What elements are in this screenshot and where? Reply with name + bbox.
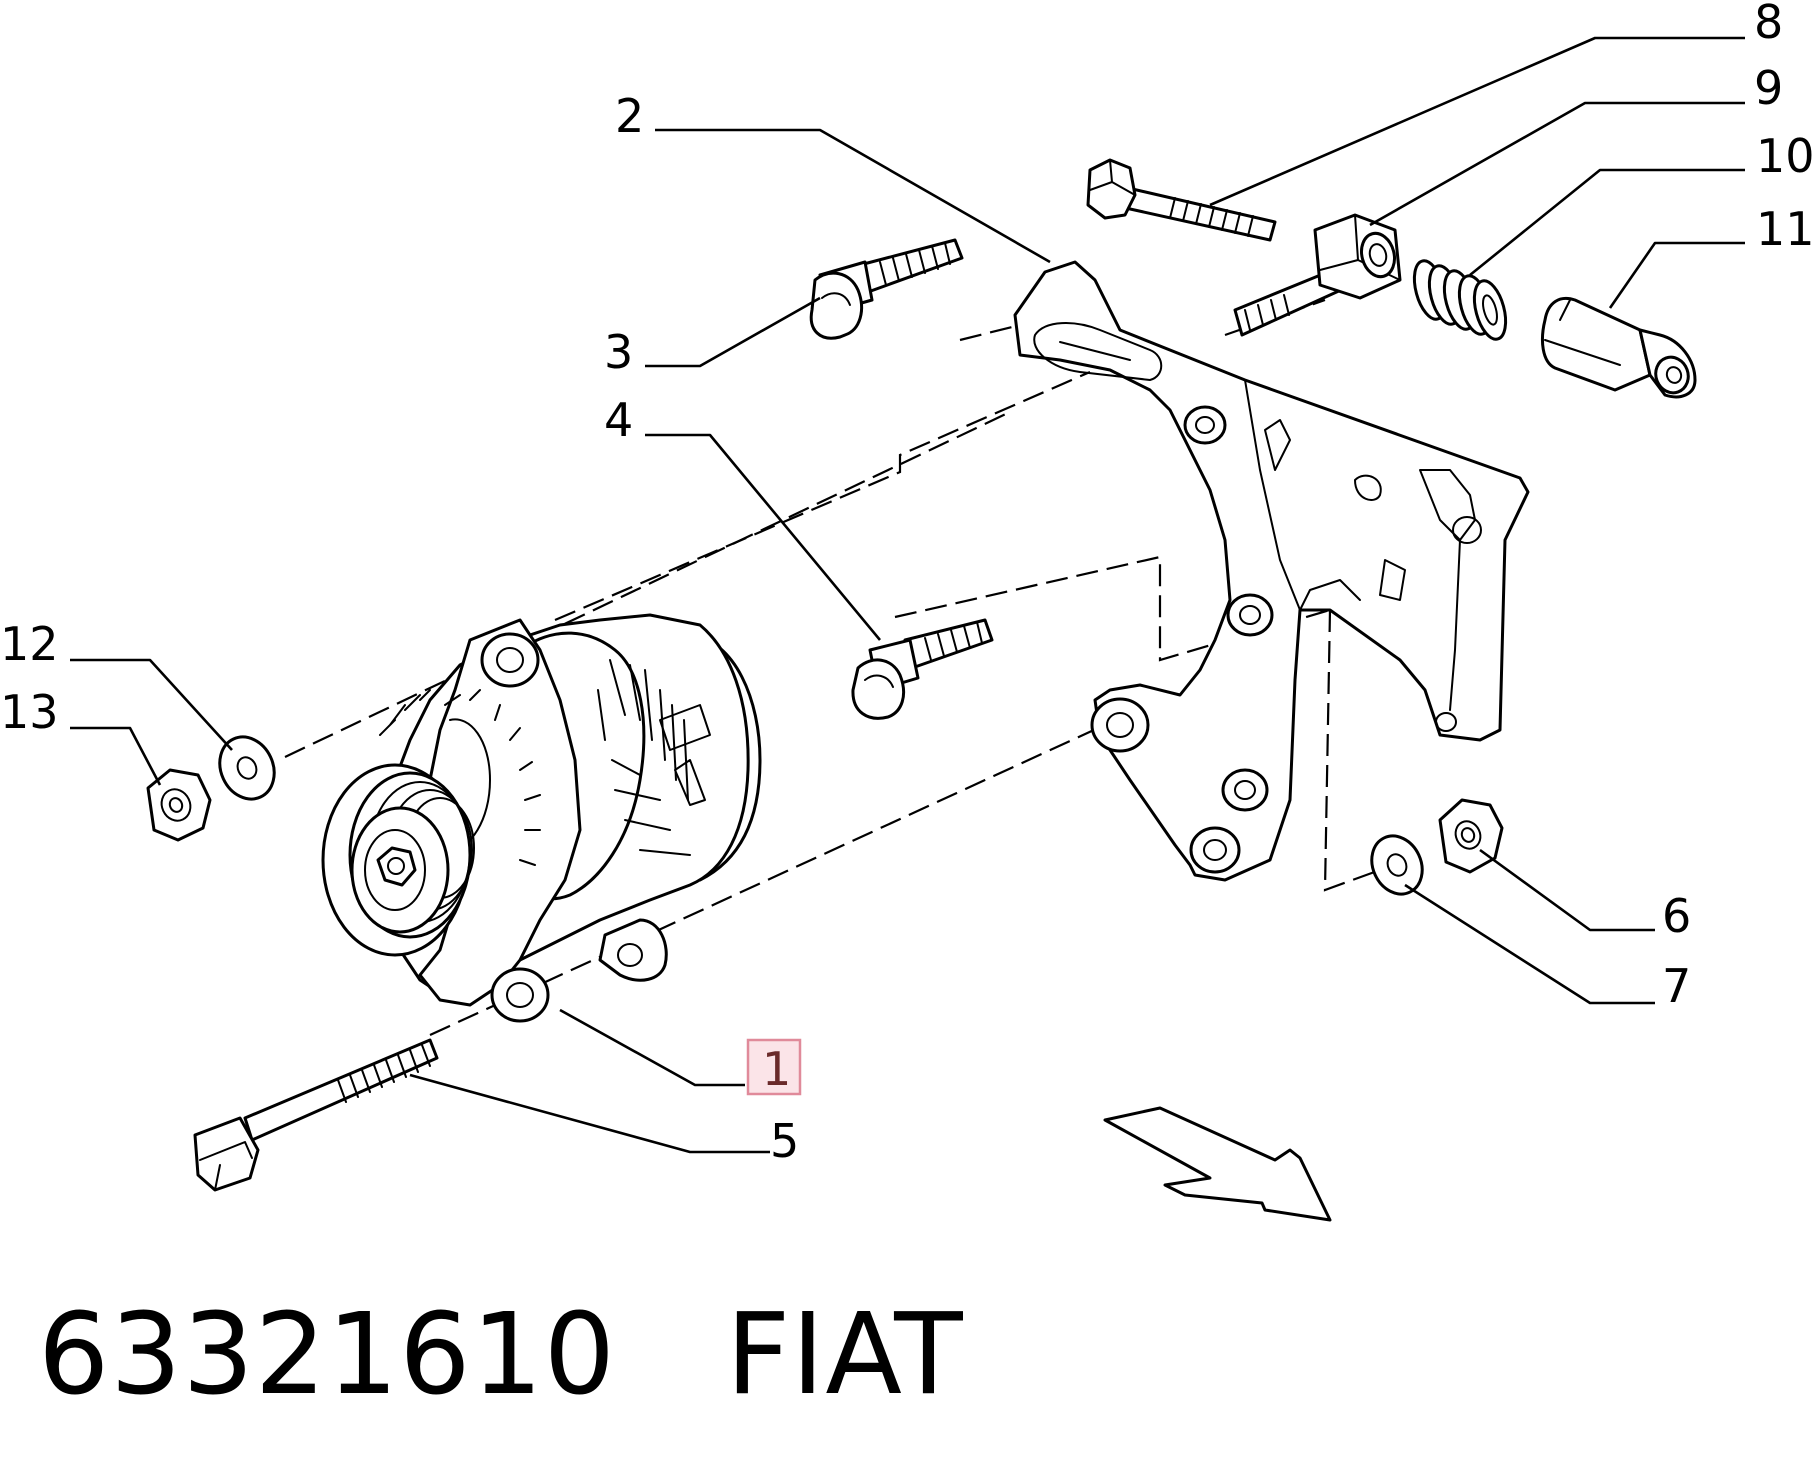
leader-8 xyxy=(1209,36,1745,207)
washer-part-12 xyxy=(218,735,276,801)
callout-8[interactable]: 8 xyxy=(1754,0,1783,49)
damper-part-11 xyxy=(1541,296,1697,399)
leader-3 xyxy=(645,296,821,368)
callout-7[interactable]: 7 xyxy=(1662,959,1691,1013)
callout-12[interactable]: 12 xyxy=(0,617,59,671)
leader-lines xyxy=(70,36,1745,1154)
direction-arrow xyxy=(1103,1106,1332,1222)
callout-9[interactable]: 9 xyxy=(1754,61,1783,115)
callout-3[interactable]: 3 xyxy=(604,325,633,379)
callout-13[interactable]: 13 xyxy=(0,685,59,739)
leader-1 xyxy=(559,1008,745,1087)
callout-4[interactable]: 4 xyxy=(604,393,633,447)
callouts: 1 2 3 4 5 6 7 8 9 10 11 12 13 xyxy=(0,0,1815,1168)
washer-part-7 xyxy=(1370,834,1424,896)
nut-part-6 xyxy=(1438,798,1504,874)
leader-6 xyxy=(1479,848,1655,932)
spring-part-10 xyxy=(1412,259,1508,341)
callout-1[interactable]: 1 xyxy=(762,1042,791,1096)
leader-7 xyxy=(1404,883,1655,1005)
leader-13 xyxy=(70,726,162,786)
leader-10 xyxy=(1469,168,1745,277)
callout-5[interactable]: 5 xyxy=(770,1114,799,1168)
callout-2[interactable]: 2 xyxy=(615,89,644,143)
leader-11 xyxy=(1608,241,1745,309)
callout-6[interactable]: 6 xyxy=(1662,889,1691,943)
mounting-bracket xyxy=(1013,260,1530,882)
bolt-part-8 xyxy=(1086,158,1277,242)
leader-2 xyxy=(655,128,1051,264)
part-caption: 63321610 FIAT xyxy=(38,1290,964,1420)
leader-5 xyxy=(409,1073,770,1154)
bolt-part-5 xyxy=(193,1038,439,1192)
leader-4 xyxy=(645,433,882,641)
leader-9 xyxy=(1369,101,1745,227)
bolt-part-4 xyxy=(851,618,994,720)
part-number: 63321610 xyxy=(38,1290,617,1420)
callout-10[interactable]: 10 xyxy=(1756,129,1815,183)
callout-1-highlight xyxy=(746,1038,802,1096)
leader-12 xyxy=(70,658,233,751)
alternator xyxy=(321,613,762,1023)
tensioner-part-9 xyxy=(1233,213,1402,337)
bolt-part-3 xyxy=(809,238,964,340)
brand-name: FIAT xyxy=(725,1290,964,1420)
nut-part-13 xyxy=(146,768,212,842)
callout-11[interactable]: 11 xyxy=(1756,202,1815,256)
